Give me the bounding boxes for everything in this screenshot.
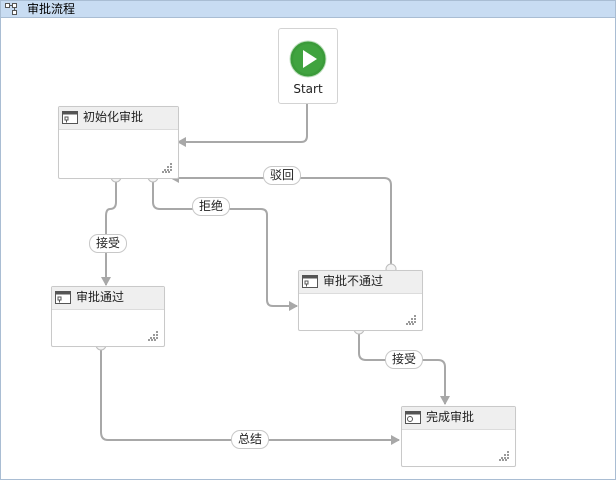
resize-grip-icon[interactable] bbox=[148, 331, 158, 341]
resize-grip-icon[interactable] bbox=[406, 315, 416, 325]
transition-init-to-approved[interactable] bbox=[101, 177, 117, 286]
transition-label-init-to-approved[interactable]: 接受 bbox=[89, 234, 128, 253]
activity-label: 审批通过 bbox=[76, 290, 125, 304]
activity-header: 审批通过 bbox=[52, 287, 164, 310]
activity-header: 完成审批 bbox=[402, 407, 515, 430]
transition-approved-to-complete[interactable] bbox=[100, 345, 400, 445]
activity-approved[interactable]: 审批通过 bbox=[51, 286, 165, 347]
resize-grip-icon[interactable] bbox=[162, 163, 172, 173]
final-activity-icon bbox=[405, 411, 421, 424]
transition-init-to-rejected[interactable] bbox=[152, 177, 298, 311]
activity-icon bbox=[62, 111, 78, 124]
designer-title-bar: 审批流程 bbox=[1, 1, 615, 18]
activity-complete[interactable]: 完成审批 bbox=[401, 406, 516, 467]
activity-header: 初始化审批 bbox=[59, 107, 178, 130]
transition-label-rejected-to-complete[interactable]: 接受 bbox=[385, 350, 424, 369]
designer-title: 审批流程 bbox=[27, 2, 76, 16]
activity-rejected[interactable]: 审批不通过 bbox=[298, 270, 423, 331]
activity-icon bbox=[302, 275, 318, 288]
activity-label: 初始化审批 bbox=[83, 110, 144, 124]
transition-label-init-to-rejected[interactable]: 拒绝 bbox=[192, 197, 231, 216]
play-icon bbox=[289, 40, 327, 78]
transition-start-to-init[interactable] bbox=[177, 102, 308, 147]
transition-rejected-to-init[interactable] bbox=[170, 173, 392, 269]
activity-icon bbox=[55, 291, 71, 304]
transition-label-rejected-to-init[interactable]: 驳回 bbox=[263, 166, 302, 185]
workflow-designer-icon bbox=[5, 3, 17, 15]
transition-label-approved-to-complete[interactable]: 总结 bbox=[231, 430, 270, 449]
activity-label: 审批不通过 bbox=[323, 274, 384, 288]
activity-init-approval[interactable]: 初始化审批 bbox=[58, 106, 179, 179]
start-node[interactable]: Start bbox=[278, 28, 338, 104]
activity-label: 完成审批 bbox=[426, 410, 475, 424]
activity-header: 审批不通过 bbox=[299, 271, 422, 294]
start-label: Start bbox=[293, 82, 323, 96]
resize-grip-icon[interactable] bbox=[499, 451, 509, 461]
